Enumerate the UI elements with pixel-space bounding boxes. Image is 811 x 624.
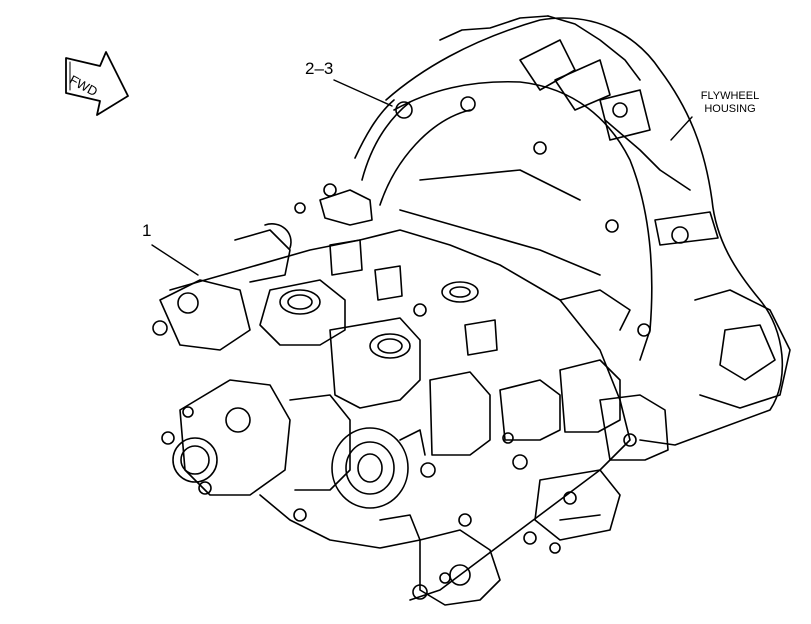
callout-flywheel-housing: FLYWHEEL HOUSING: [690, 90, 770, 116]
leader-line-part-1: [151, 244, 199, 276]
flywheel-housing-line2: HOUSING: [704, 103, 756, 115]
pump-body: [152, 183, 631, 601]
flywheel-housing: [354, 15, 791, 446]
flywheel-housing-line1: FLYWHEEL: [700, 90, 760, 102]
leader-line-part-2-3: [333, 79, 393, 107]
lower-pump-section: [379, 429, 501, 606]
front-pump-section: [161, 379, 421, 549]
callout-part-2-3: 2–3: [305, 59, 334, 78]
valve-block: [429, 359, 669, 554]
callout-part-1: 1: [142, 221, 152, 240]
fwd-arrow-icon: [65, 51, 129, 116]
leader-line-flywheel-housing: [670, 116, 693, 141]
